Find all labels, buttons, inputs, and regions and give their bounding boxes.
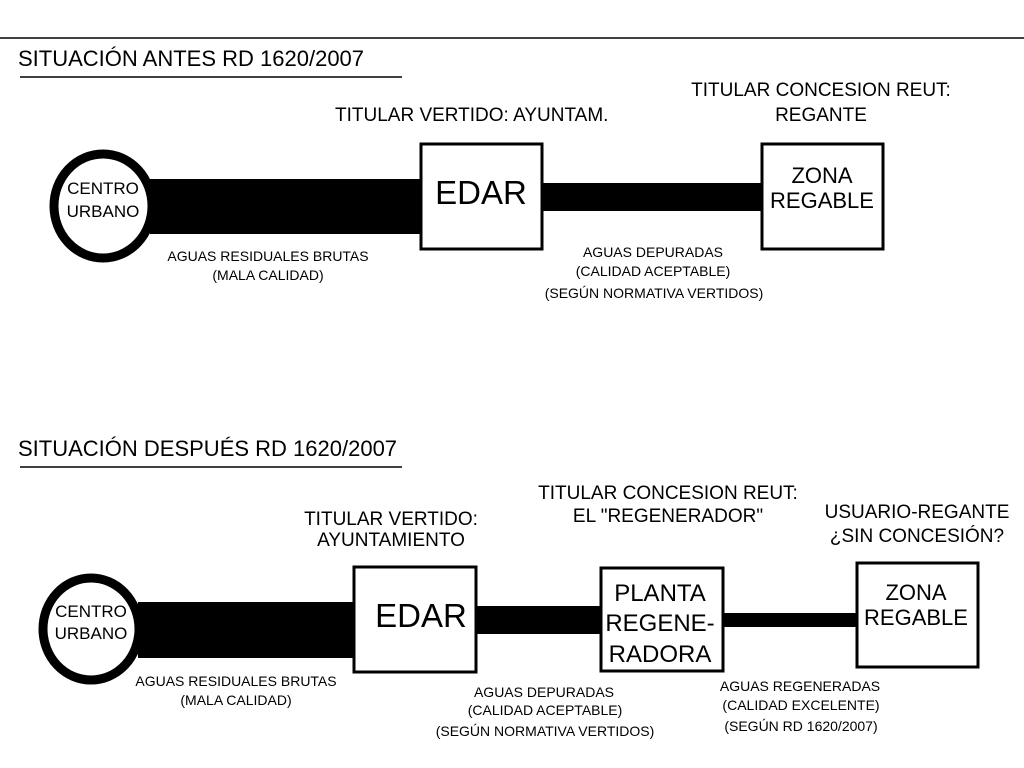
before-raw-water-pipe bbox=[150, 179, 422, 234]
before-irrigable-zone-line-1: ZONA bbox=[791, 163, 852, 188]
before-raw-water-label-line-1: AGUAS RESIDUALES BRUTAS bbox=[167, 248, 368, 264]
before-irrigable-zone-node bbox=[760, 142, 885, 251]
after-urban-center-line-1: CENTRO bbox=[55, 602, 127, 621]
before-section: SITUACIÓN ANTES RD 1620/2007 TITULAR VER… bbox=[18, 46, 951, 301]
after-regeneration-plant-node bbox=[599, 566, 725, 673]
before-urban-center-line-1: CENTRO bbox=[67, 179, 139, 198]
before-treated-water-label-line-2: (CALIDAD ACEPTABLE) bbox=[576, 263, 731, 279]
before-treated-water-label-line-1: AGUAS DEPURADAS bbox=[583, 244, 723, 260]
after-owner-concession-line-1: TITULAR CONCESION REUT: bbox=[538, 483, 798, 504]
after-title: SITUACIÓN DESPUÉS RD 1620/2007 bbox=[18, 436, 397, 461]
after-owner-concession-line-2: EL "REGENERADOR" bbox=[573, 506, 763, 527]
after-regenerated-water-label-line-2: (CALIDAD EXCELENTE) bbox=[722, 697, 879, 713]
after-regeneration-plant-line-1: PLANTA bbox=[614, 580, 706, 607]
after-urban-center-node bbox=[38, 573, 144, 685]
after-regenerated-water-label-line-3: (SEGÚN RD 1620/2007) bbox=[724, 718, 877, 734]
after-user-line-2: ¿SIN CONCESIÓN? bbox=[830, 525, 1004, 547]
after-owner-discharge-line-1: TITULAR VERTIDO: bbox=[304, 509, 478, 530]
after-urban-center-line-2: URBANO bbox=[55, 624, 128, 643]
before-owner-concession-line-1: TITULAR CONCESION REUT: bbox=[691, 80, 951, 101]
before-owner-discharge: TITULAR VERTIDO: AYUNTAM. bbox=[335, 105, 608, 126]
after-treated-water-label-line-3: (SEGÚN NORMATIVA VERTIDOS) bbox=[436, 723, 655, 739]
after-irrigable-zone-line-2: REGABLE bbox=[864, 605, 968, 630]
after-section: SITUACIÓN DESPUÉS RD 1620/2007 TITULAR V… bbox=[18, 436, 1009, 739]
before-edar-label: EDAR bbox=[435, 174, 527, 211]
before-treated-water-pipe bbox=[540, 183, 764, 211]
after-irrigable-zone-node bbox=[855, 561, 980, 669]
after-edar-label: EDAR bbox=[375, 597, 467, 634]
after-regeneration-plant-line-2: REGENE- bbox=[605, 610, 714, 637]
after-owner-discharge-line-2: AYUNTAMIENTO bbox=[317, 530, 465, 551]
before-irrigable-zone-line-2: REGABLE bbox=[770, 188, 874, 213]
before-treated-water-label-line-3: (SEGÚN NORMATIVA VERTIDOS) bbox=[545, 285, 764, 301]
after-raw-water-pipe bbox=[138, 602, 356, 658]
after-irrigable-zone-line-1: ZONA bbox=[885, 580, 946, 605]
after-raw-water-label-line-1: AGUAS RESIDUALES BRUTAS bbox=[135, 673, 336, 689]
before-urban-center-node bbox=[49, 149, 157, 263]
before-title: SITUACIÓN ANTES RD 1620/2007 bbox=[18, 46, 364, 71]
after-raw-water-label-line-2: (MALA CALIDAD) bbox=[180, 692, 291, 708]
after-regenerated-water-label-line-1: AGUAS REGENERADAS bbox=[720, 678, 880, 694]
before-edar-node bbox=[419, 142, 544, 251]
before-owner-concession-line-2: REGANTE bbox=[775, 105, 867, 126]
after-edar-node bbox=[352, 565, 478, 674]
after-user-line-1: USUARIO-REGANTE bbox=[825, 502, 1010, 523]
after-treated-water-label-line-2: (CALIDAD ACEPTABLE) bbox=[468, 702, 623, 718]
after-treated-water-label-line-1: AGUAS DEPURADAS bbox=[474, 684, 614, 700]
after-treated-water-pipe bbox=[474, 606, 602, 634]
before-raw-water-label-line-2: (MALA CALIDAD) bbox=[212, 267, 323, 283]
after-regeneration-plant-line-3: RADORA bbox=[609, 641, 712, 668]
after-regenerated-water-pipe bbox=[721, 613, 858, 627]
before-urban-center-line-2: URBANO bbox=[67, 202, 140, 221]
